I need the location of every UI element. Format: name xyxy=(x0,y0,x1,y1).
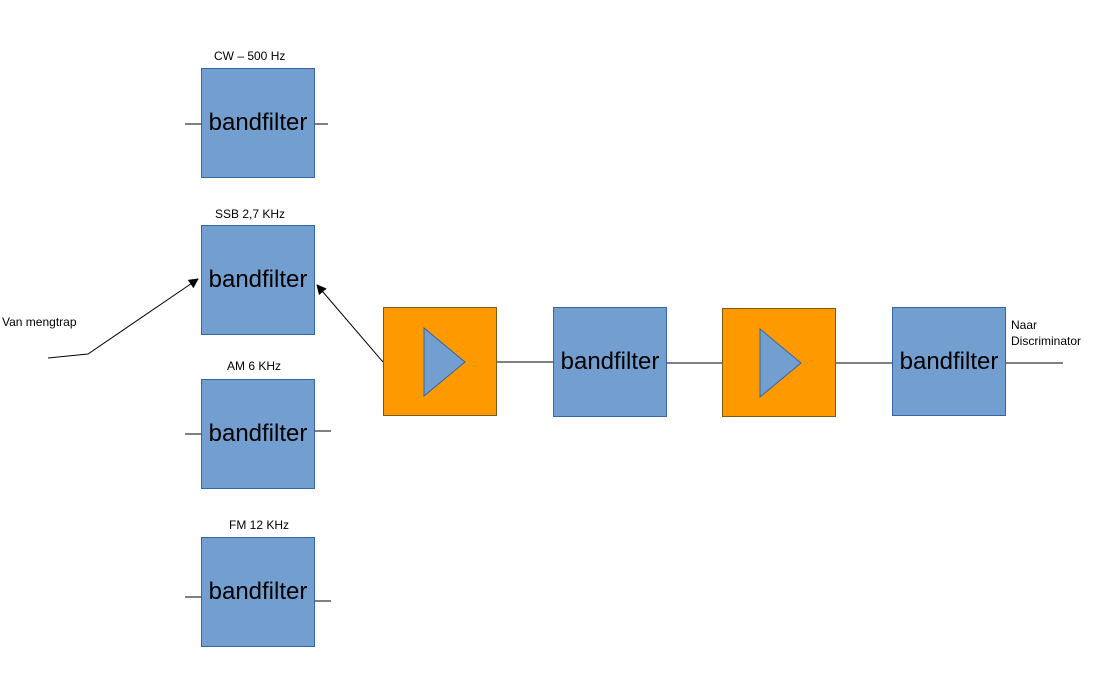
chain-bandfilter-2: bandfilter xyxy=(892,307,1006,416)
fm-bandfilter: bandfilter xyxy=(201,537,315,647)
input-arrow xyxy=(47,278,199,359)
ssb-bandfilter: bandfilter xyxy=(201,225,315,335)
output-label-line2: Discriminator xyxy=(1011,334,1082,348)
chain-bandfilter-2-label: bandfilter xyxy=(899,347,999,375)
cw-bandfilter: bandfilter xyxy=(201,68,315,178)
fm-bandfilter-label: bandfilter xyxy=(208,578,308,605)
ssb-to-amp-arrow xyxy=(316,284,384,363)
cw-bandfilter-label: bandfilter xyxy=(208,109,308,136)
input-label: Van mengtrap xyxy=(2,315,77,329)
amplifier-2 xyxy=(722,308,836,417)
amplifier-2-triangle-icon xyxy=(759,327,802,399)
fm-filter-title: FM 12 KHz xyxy=(229,518,290,532)
am-bandfilter: bandfilter xyxy=(201,379,315,489)
output-label-line1: Naar xyxy=(1011,318,1038,332)
chain-bandfilter-1: bandfilter xyxy=(553,307,667,417)
am-bandfilter-label: bandfilter xyxy=(208,420,308,447)
amplifier-1 xyxy=(383,307,497,416)
ssb-bandfilter-label: bandfilter xyxy=(208,266,308,293)
am-filter-title: AM 6 KHz xyxy=(227,359,282,373)
chain-bandfilter-1-label: bandfilter xyxy=(560,348,660,375)
cw-filter-title: CW – 500 Hz xyxy=(214,49,286,63)
amplifier-1-triangle-icon xyxy=(423,326,466,398)
ssb-filter-title: SSB 2,7 KHz xyxy=(215,207,286,221)
